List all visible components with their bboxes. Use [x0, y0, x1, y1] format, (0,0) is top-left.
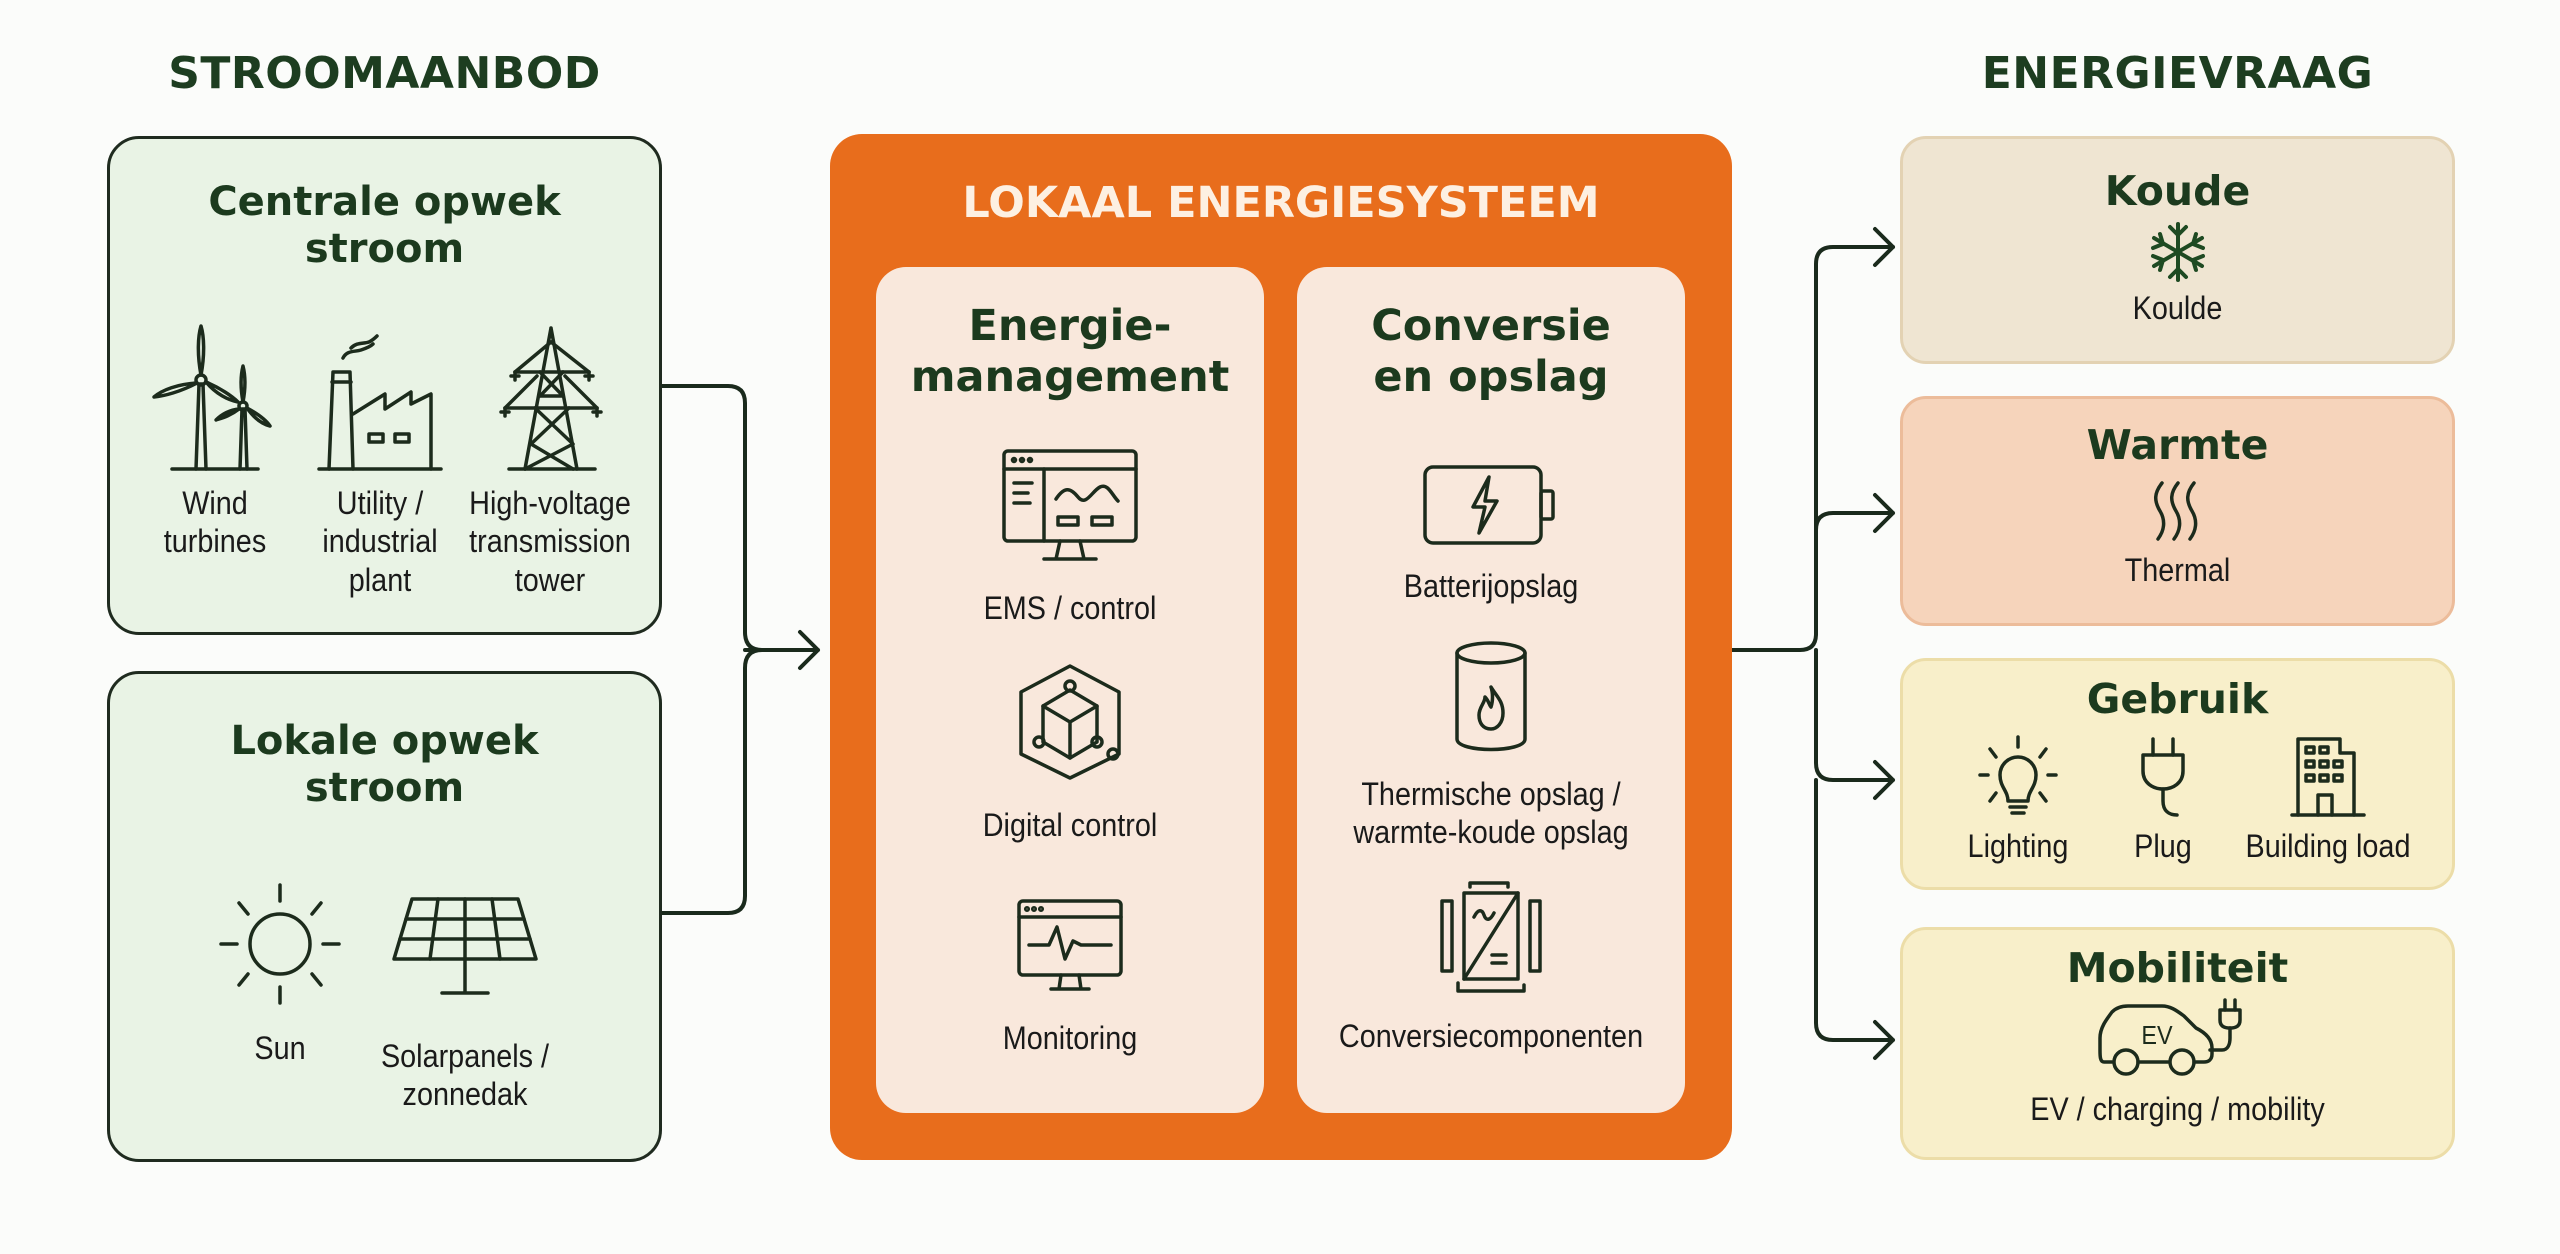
ev-badge-text: EV [2140, 1020, 2173, 1051]
wind-turbine-icon [152, 324, 272, 471]
heat-waves-icon [2153, 481, 2197, 542]
sun-item: Sun [215, 879, 345, 1067]
connector-to-warmte [1814, 493, 1895, 533]
local-energy-system: LOKAAL ENERGIESYSTEEM Energie- managemen… [830, 134, 1732, 1160]
demand-box-gebruik: Gebruik Lighting Plug [1900, 658, 2455, 890]
digital-control-item: Digital control [876, 662, 1264, 844]
supply-heading: STROOMAANBOD [168, 48, 601, 99]
snowflake-icon [2150, 222, 2205, 283]
demand-box-koude: Koude Koulde [1900, 136, 2455, 364]
ev-car-icon [2097, 998, 2242, 1077]
light-bulb-icon [1978, 735, 2058, 815]
thermal-storage-tank-icon [1455, 641, 1527, 752]
connector-central-to-system [660, 384, 764, 652]
monitoring-item: Monitoring [876, 897, 1264, 1057]
building-load-item: Building load [2223, 735, 2433, 865]
industrial-plant-item: Utility / industrial plant [305, 324, 455, 599]
arrow-into-system [743, 630, 820, 670]
demand-box-warmte: Warmte Thermal [1900, 396, 2455, 626]
transmission-tower-item: High-voltage transmission tower [455, 324, 645, 599]
battery-storage-item: Batterijopslag [1297, 463, 1685, 605]
connector-to-gebruik [1814, 648, 1895, 800]
central-generation-title: Centrale opwek stroom [208, 179, 561, 273]
local-generation-title: Lokale opwek stroom [230, 718, 539, 812]
koude-label: Koulde [2132, 290, 2223, 327]
central-generation-box: Centrale opwek stroom Wind turbines [107, 136, 662, 635]
battery-icon [1423, 465, 1555, 545]
connector-system-out [1730, 245, 1895, 652]
ems-dashboard-icon [1002, 449, 1138, 561]
inverter-icon [1440, 881, 1542, 993]
connector-local-to-system [660, 648, 764, 915]
sun-icon [219, 883, 341, 1005]
wind-turbines-item: Wind turbines [140, 324, 290, 561]
energy-management-panel: Energie- management EMS / control [876, 267, 1264, 1113]
digital-control-cube-icon [1019, 664, 1121, 780]
mobiliteit-label: EV / charging / mobility [2030, 1091, 2325, 1128]
energy-management-title: Energie- management [910, 301, 1230, 402]
demand-heading: ENERGIEVRAAG [1981, 48, 2374, 99]
lighting-item: Lighting [1953, 735, 2083, 865]
solar-panel-icon [392, 897, 538, 995]
solar-panels-item: Solarpanels / zonnedak [365, 889, 565, 1114]
transmission-tower-icon [499, 326, 603, 471]
thermal-storage-item: Thermische opslag / warmte-koude opslag [1297, 639, 1685, 852]
conversion-storage-title: Conversie en opslag [1371, 301, 1611, 402]
factory-icon [317, 334, 443, 471]
building-icon [2290, 737, 2366, 817]
plug-item: Plug [2108, 735, 2218, 865]
warmte-label: Thermal [2124, 552, 2231, 589]
monitoring-screen-icon [1017, 899, 1123, 991]
ev-icon-wrap: EV [2097, 998, 2258, 1082]
demand-box-mobiliteit: Mobiliteit EV EV / charging / mobility [1900, 927, 2455, 1160]
connector-to-mobiliteit [1814, 778, 1895, 1060]
conversion-storage-panel: Conversie en opslag Batterijopslag [1297, 267, 1685, 1113]
conversion-components-item: Conversiecomponenten [1297, 879, 1685, 1055]
local-generation-box: Lokale opwek stroom Sun Solarpanels / zo… [107, 671, 662, 1162]
ems-control-item: EMS / control [876, 447, 1264, 627]
plug-icon [2141, 737, 2185, 817]
arrow-to-koude [1873, 227, 1895, 267]
local-energy-system-title: LOKAAL ENERGIESYSTEEM [962, 178, 1600, 228]
